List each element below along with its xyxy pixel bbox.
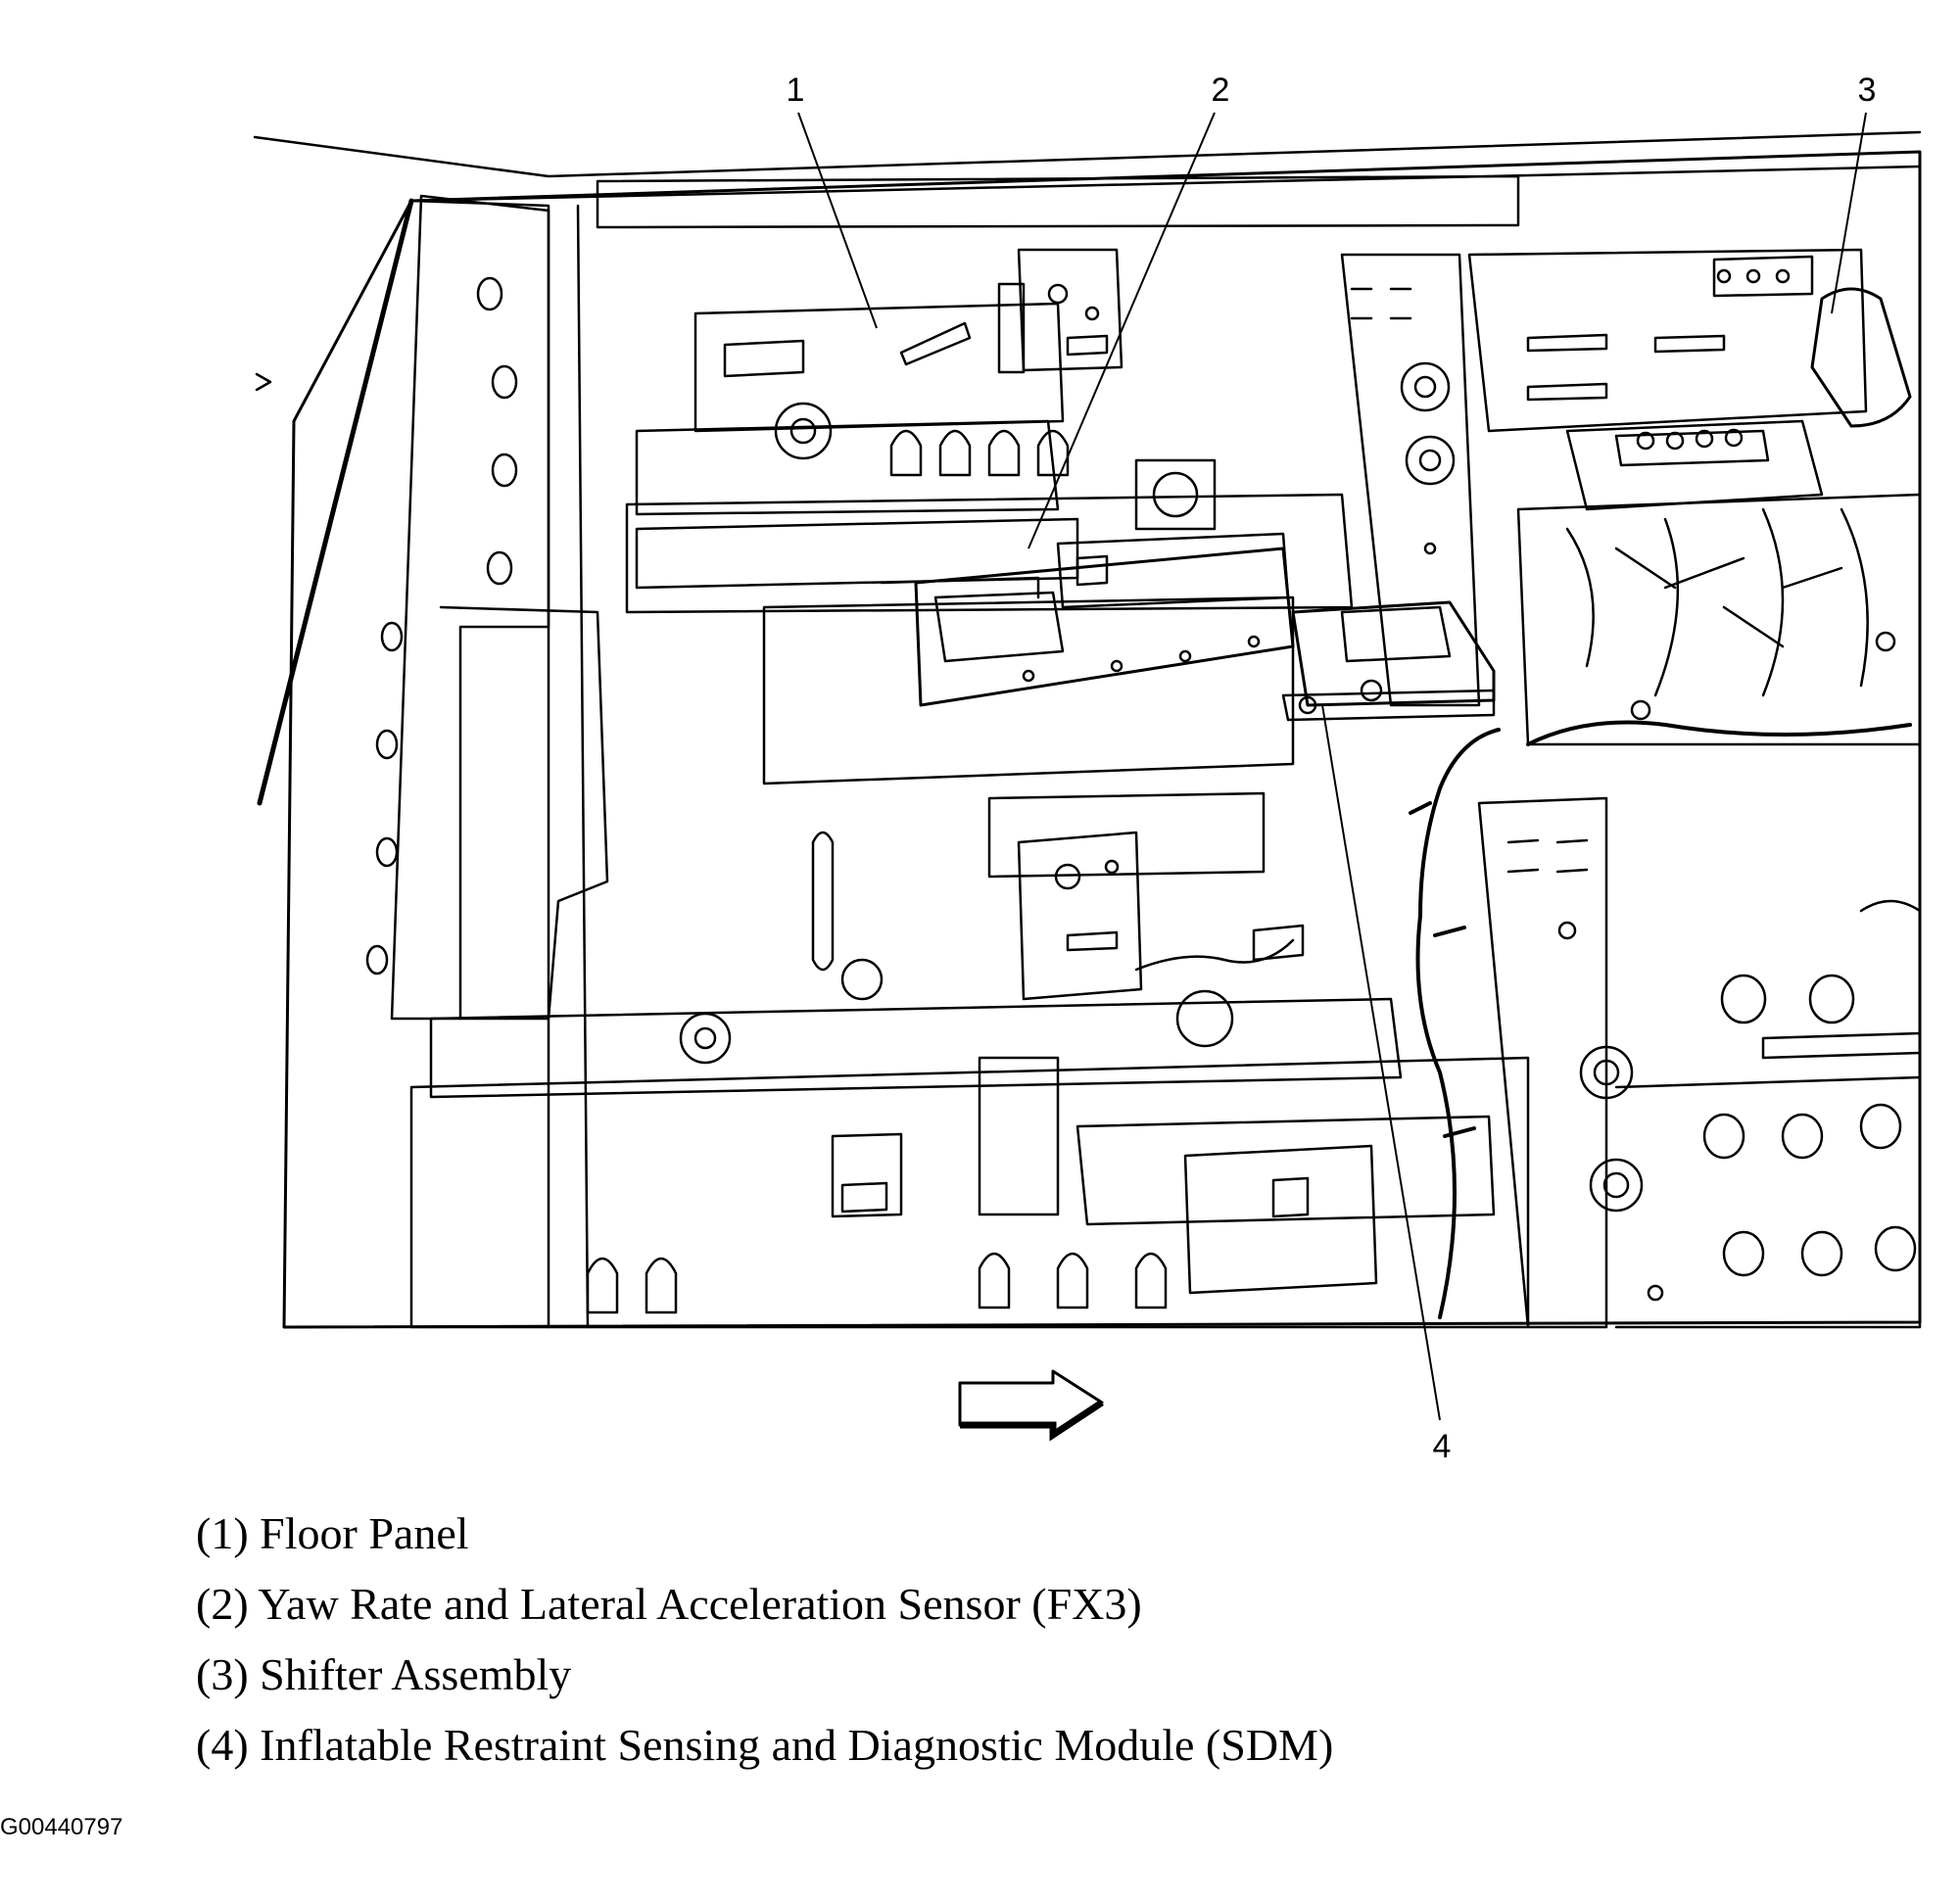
lower-seat-bracket bbox=[987, 791, 1305, 1001]
parts-legend: (1) Floor Panel (2) Yaw Rate and Lateral… bbox=[196, 1499, 1333, 1781]
left-rail-edge bbox=[257, 198, 414, 806]
upper-rail bbox=[253, 130, 1922, 178]
leader-line-4 bbox=[1321, 704, 1441, 1421]
leader-line-2 bbox=[1028, 112, 1216, 549]
forward-arrow-shadow bbox=[960, 1400, 1104, 1442]
leader-line-1 bbox=[797, 112, 878, 329]
callout-number-4: 4 bbox=[1433, 1428, 1452, 1465]
right-floor-plate bbox=[1467, 248, 1868, 433]
figure-id: G00440797 bbox=[0, 1814, 123, 1840]
legend-item-4: (4) Inflatable Restraint Sensing and Dia… bbox=[196, 1720, 1334, 1770]
legend-item-1: (1) Floor Panel bbox=[196, 1508, 469, 1558]
callout-number-3: 3 bbox=[1858, 71, 1877, 109]
callout-number-2: 2 bbox=[1212, 71, 1230, 109]
lower-floor-section bbox=[409, 1056, 1530, 1329]
floor-panel bbox=[635, 302, 1070, 516]
right-seat-rail bbox=[1340, 253, 1481, 707]
left-sill bbox=[409, 199, 550, 1329]
shifter-assembly bbox=[1516, 287, 1922, 746]
upper-rail-tube bbox=[596, 174, 1520, 229]
callout-number-1: 1 bbox=[787, 71, 805, 109]
legend-item-3: (3) Shifter Assembly bbox=[196, 1649, 572, 1699]
upper-seat-bracket bbox=[997, 248, 1123, 374]
lower-crossmember bbox=[429, 831, 1403, 1099]
legend-item-2: (2) Yaw Rate and Lateral Acceleration Se… bbox=[196, 1579, 1142, 1629]
floor-outline bbox=[282, 150, 1922, 1329]
right-rear-rail bbox=[1477, 796, 1922, 1329]
sdm-module bbox=[1281, 600, 1496, 722]
leader-line-3 bbox=[1831, 112, 1867, 314]
left-sill-inner bbox=[576, 204, 590, 1329]
left-pillar bbox=[365, 194, 550, 1021]
yaw-rate-sensor bbox=[914, 532, 1295, 707]
wiring-harness bbox=[1409, 720, 1912, 1319]
lower-left-panel bbox=[439, 605, 609, 1021]
middle-crossmember bbox=[625, 458, 1354, 785]
upper-rail-2 bbox=[409, 165, 1922, 203]
left-mark bbox=[255, 372, 272, 392]
